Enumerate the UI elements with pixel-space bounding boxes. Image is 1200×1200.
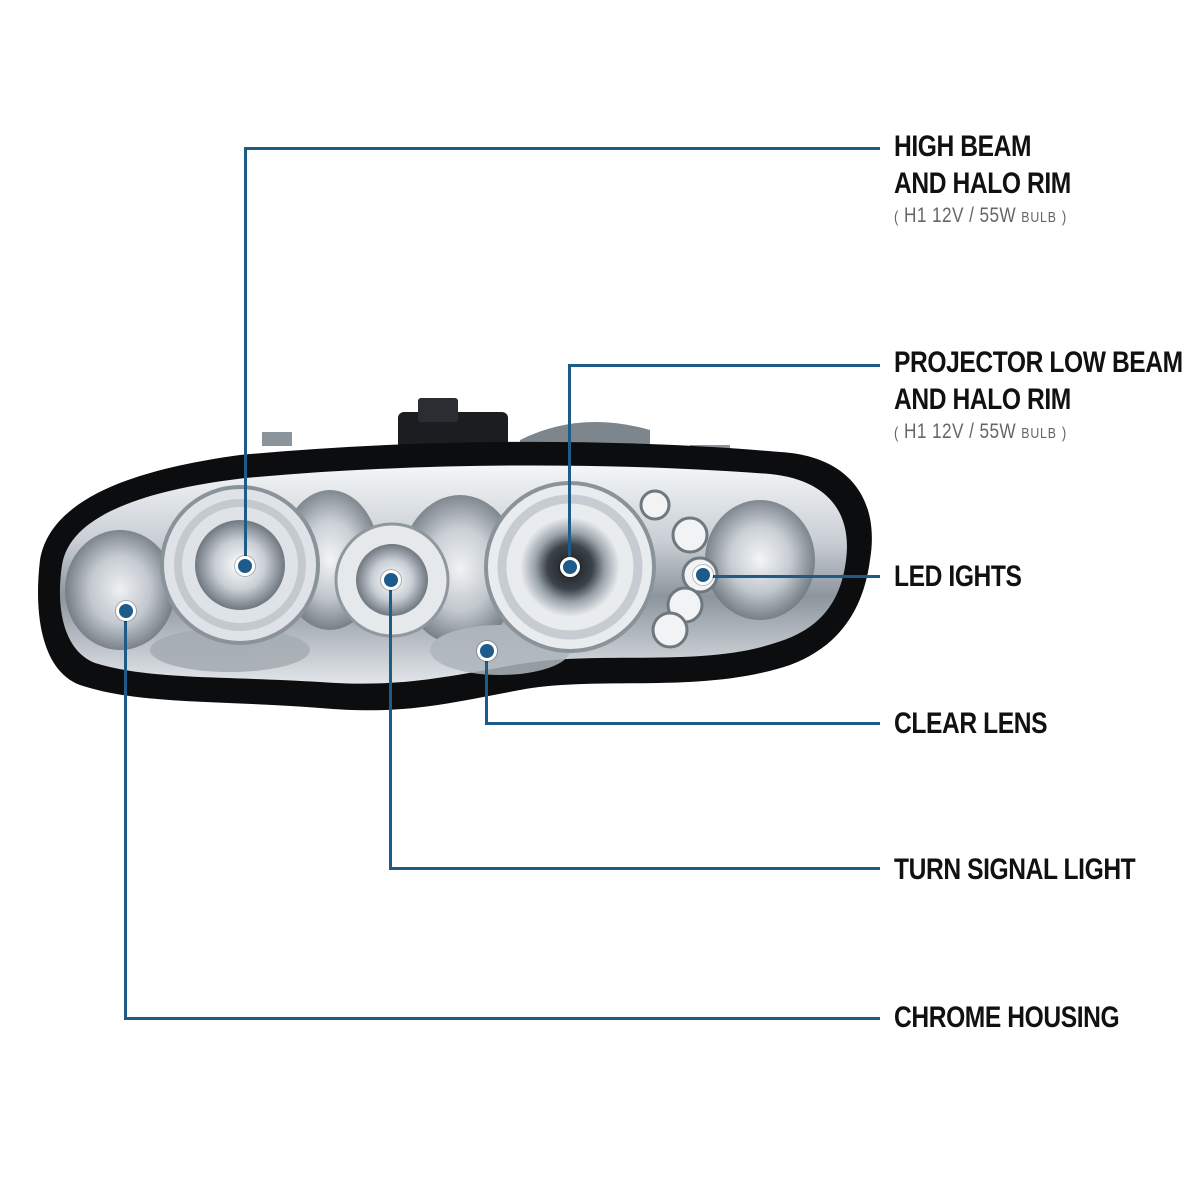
leader-housing-h [124, 1017, 880, 1020]
leader-low-beam-h [568, 364, 880, 367]
label-low-beam-spec: ( H1 12V / 55W BULB ) [894, 420, 1067, 443]
led-marker-dot [693, 565, 713, 585]
high-beam-marker-dot [235, 556, 255, 576]
leader-low-beam-v [568, 364, 571, 567]
label-low-beam: PROJECTOR LOW BEAM AND HALO RIM ( H1 12V… [894, 344, 1183, 448]
leader-high-beam-v [244, 147, 247, 567]
label-high-beam-spec: ( H1 12V / 55W BULB ) [894, 204, 1067, 227]
label-turn-signal-line1: TURN SIGNAL LIGHT [894, 853, 1136, 886]
housing-marker-dot [116, 601, 136, 621]
label-led-line1: LED IGHTS [894, 560, 1022, 593]
leader-high-beam-h [244, 147, 880, 150]
label-low-beam-line2: AND HALO RIM [894, 383, 1071, 416]
label-housing: CHROME HOUSING [894, 999, 1120, 1036]
leader-housing-v [124, 611, 127, 1020]
label-lens-line1: CLEAR LENS [894, 707, 1048, 740]
label-lens: CLEAR LENS [894, 705, 1047, 742]
label-high-beam-line1: HIGH BEAM [894, 130, 1032, 163]
lens-marker-dot [477, 641, 497, 661]
leader-led-h [702, 575, 880, 578]
label-led: LED IGHTS [894, 558, 1022, 595]
led-rings [639, 489, 719, 649]
leader-lens-h [485, 722, 880, 725]
label-low-beam-line1: PROJECTOR LOW BEAM [894, 346, 1183, 379]
turn-signal-marker-dot [381, 570, 401, 590]
label-high-beam: HIGH BEAM AND HALO RIM ( H1 12V / 55W BU… [894, 128, 1071, 232]
label-high-beam-line2: AND HALO RIM [894, 167, 1071, 200]
leader-lens-v [485, 651, 488, 725]
leader-turn-signal-h [389, 867, 880, 870]
label-turn-signal: TURN SIGNAL LIGHT [894, 851, 1136, 888]
label-housing-line1: CHROME HOUSING [894, 1001, 1120, 1034]
leader-turn-signal-v [389, 580, 392, 870]
low-beam-marker-dot [560, 557, 580, 577]
